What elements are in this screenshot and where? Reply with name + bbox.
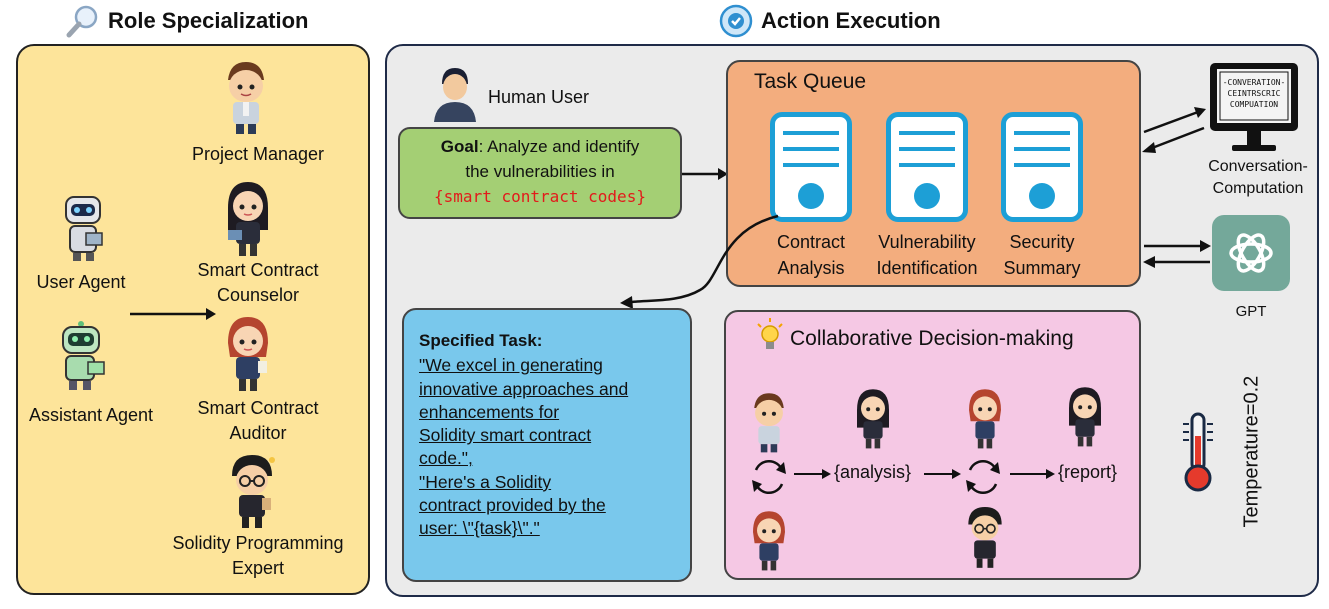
project-manager-label: Project Manager: [191, 144, 325, 164]
computer-label-line1: Conversation-: [1208, 158, 1308, 175]
collab-manager-avatar: [754, 393, 784, 453]
collab-counselor-avatar: [857, 389, 889, 449]
task-contract-analysis-line2: Analysis: [777, 258, 845, 278]
assistant-agent-robot-icon: [62, 321, 105, 390]
task-vulnerability-line2: Identification: [876, 258, 978, 278]
specified-task-line: user: \"{task}\".": [419, 518, 540, 539]
agents-to-roles-arrow: [130, 308, 216, 320]
computer-label-line2: Computation: [1212, 180, 1304, 197]
task-contract-analysis-line1: Contract: [776, 232, 846, 252]
solidity-expert-avatar: [232, 455, 275, 528]
task-document-icon: [770, 112, 852, 222]
gpt-logo: [1212, 215, 1290, 291]
flow-arrow: [1010, 469, 1055, 479]
goal-text-line2: the vulnerabilities in: [465, 162, 615, 181]
expert-label-line1: Solidity Programming: [172, 533, 344, 553]
counselor-label-line2: Counselor: [216, 285, 300, 305]
computer-monitor-icon: -CONVERATION- CEINTRSCRIC COMPUATION: [1210, 63, 1298, 151]
project-manager-avatar: [228, 62, 264, 134]
collab-title: Collaborative Decision-making: [790, 327, 1074, 350]
collab-auditor-avatar: [753, 511, 785, 571]
specified-task-line: contract provided by the: [419, 495, 606, 516]
collab-expert-avatar: [968, 507, 1002, 568]
expert-label-line2: Expert: [231, 558, 285, 578]
monitor-screen-text-1: -CONVERATION-: [1223, 78, 1286, 87]
task-security-summary-line1: Security: [1009, 232, 1075, 252]
role-specialization-title: Role Specialization: [108, 8, 309, 33]
human-user-label: Human User: [488, 87, 590, 107]
specified-task-line: "We excel in generating: [419, 355, 603, 376]
human-user-icon: [434, 68, 476, 122]
goal-box: Goal: Analyze and identify the vulnerabi…: [398, 127, 682, 219]
action-execution-title: Action Execution: [761, 8, 941, 33]
thermometer-icon: [1183, 412, 1213, 492]
monitor-screen-text-3: COMPUATION: [1230, 100, 1278, 109]
goal-text-line1: : Analyze and identify: [478, 137, 640, 156]
monitor-screen-text-2: CEINTRSCRIC: [1228, 89, 1281, 98]
exchange-cycle-icon: [966, 460, 1000, 494]
user-agent-robot-icon: [65, 196, 103, 261]
queue-computer-arrows: [1142, 107, 1206, 153]
goal-to-queue-arrow: [682, 168, 728, 180]
exchange-cycle-icon: [752, 460, 786, 494]
flow-arrow: [924, 469, 961, 479]
task-document-icon: [886, 112, 968, 222]
role-specialization-panel: [16, 44, 370, 595]
task-vulnerability-line1: Vulnerability: [878, 232, 976, 252]
user-agent-label: User Agent: [36, 272, 126, 292]
task-queue-title: Task Queue: [754, 70, 867, 93]
assistant-agent-label: Assistant Agent: [28, 405, 154, 425]
openai-knot-icon: [1229, 233, 1273, 273]
goal-label: Goal: [440, 137, 479, 156]
collaborative-decision-box: [724, 310, 1141, 580]
lightbulb-icon: [757, 318, 783, 349]
specified-task-line: Solidity smart contract: [419, 425, 592, 446]
specified-task-box: Specified Task: "We excel in generating …: [402, 308, 692, 582]
specified-task-heading: Specified Task:: [419, 331, 543, 350]
specified-task-line: code.",: [419, 448, 473, 469]
task-security-summary-line2: Summary: [1003, 258, 1081, 278]
report-label: {report}: [1058, 462, 1118, 482]
collab-auditor-avatar: [969, 389, 1001, 449]
auditor-label-line2: Auditor: [229, 423, 287, 443]
goal-highlight: {smart contract codes}: [434, 187, 646, 206]
queue-gpt-arrows: [1143, 240, 1211, 268]
gear-check-icon: [719, 4, 753, 38]
specified-task-line: enhancements for: [419, 401, 560, 422]
gpt-label: GPT: [1235, 303, 1267, 320]
specified-task-line: innovative approaches and: [419, 378, 629, 399]
specified-task-line: "Here's a Solidity: [419, 471, 552, 492]
magnifier-icon: [66, 5, 98, 38]
collab-counselor-avatar: [1069, 387, 1101, 447]
counselor-avatar: [228, 182, 268, 256]
auditor-label-line1: Smart Contract: [197, 398, 319, 418]
queue-to-spec-arrow: [620, 214, 779, 309]
task-document-icon: [1001, 112, 1083, 222]
analysis-label: {analysis}: [834, 462, 912, 482]
temperature-label: Temperature=0.2: [1240, 375, 1263, 528]
auditor-avatar: [228, 317, 268, 391]
flow-arrow: [794, 469, 831, 479]
counselor-label-line1: Smart Contract: [197, 260, 319, 280]
